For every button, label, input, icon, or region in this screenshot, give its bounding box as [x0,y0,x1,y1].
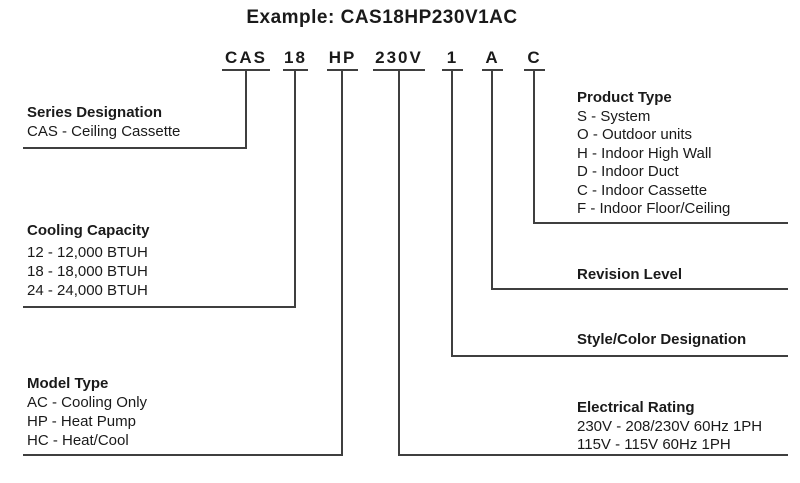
code-segment-model: HP [327,47,358,71]
connector-hline-electrical [398,454,788,456]
legend-item: H - Indoor High Wall [577,144,712,162]
legend-item: F - Indoor Floor/Ceiling [577,200,731,217]
legend-item: AC - Cooling Only [27,394,148,411]
legend-item: 18 - 18,000 BTUH [27,263,148,280]
connector-hline-series [23,147,247,149]
section-series-designation: Series Designation CAS - Ceiling Cassett… [27,103,180,141]
legend-item: 115V - 115V 60Hz 1PH [577,436,731,453]
section-cooling-capacity: Cooling Capacity 12 - 12,000 BTUH 18 - 1… [27,221,150,300]
page-title: Example: CAS18HP230V1AC [246,7,518,28]
section-style-color-designation: Style/Color Designation [577,330,746,349]
legend-item: 12 - 12,000 BTUH [27,244,148,261]
connector-vline-product [533,71,535,224]
connector-hline-capacity [23,306,296,308]
connector-vline-model [341,71,343,456]
section-heading: Series Designation [27,104,163,121]
section-revision-level: Revision Level [577,265,682,284]
code-segment-revision: A [482,47,503,71]
section-electrical-rating: Electrical Rating 230V - 208/230V 60Hz 1… [577,399,762,455]
legend-item: D - Indoor Duct [577,163,679,180]
connector-hline-revision [491,288,788,290]
section-heading: Revision Level [577,266,683,283]
legend-item: HP - Heat Pump [27,413,136,430]
legend-item: 24 - 24,000 BTUH [27,282,148,299]
legend-item: 230V - 208/230V 60Hz 1PH [577,417,763,435]
section-model-type: Model Type AC - Cooling Only HP - Heat P… [27,374,147,450]
legend-item: S - System [577,107,651,125]
legend-item: HC - Heat/Cool [27,432,129,449]
connector-vline-electrical [398,71,400,456]
section-heading: Cooling Capacity [27,222,150,239]
connector-vline-series [245,71,247,149]
connector-vline-capacity [294,71,296,308]
connector-vline-style [451,71,453,357]
connector-hline-product [533,222,788,224]
legend-item: C - Indoor Cassette [577,181,708,199]
code-segment-product: C [524,47,545,71]
section-heading: Model Type [27,375,109,392]
code-segment-style: 1 [442,47,463,71]
legend-item: O - Outdoor units [577,126,693,143]
section-heading: Style/Color Designation [577,331,747,348]
section-heading: Electrical Rating [577,399,695,416]
code-segment-capacity: 18 [283,47,308,71]
section-product-type: Product Type S - System O - Outdoor unit… [577,89,730,219]
connector-vline-revision [491,71,493,290]
connector-hline-style [451,355,788,357]
code-segment-voltage: 230V [373,47,425,71]
section-heading: Product Type [577,89,672,106]
connector-hline-model [23,454,343,456]
code-segment-series: CAS [222,47,270,71]
legend-item: CAS - Ceiling Cassette [27,123,181,140]
